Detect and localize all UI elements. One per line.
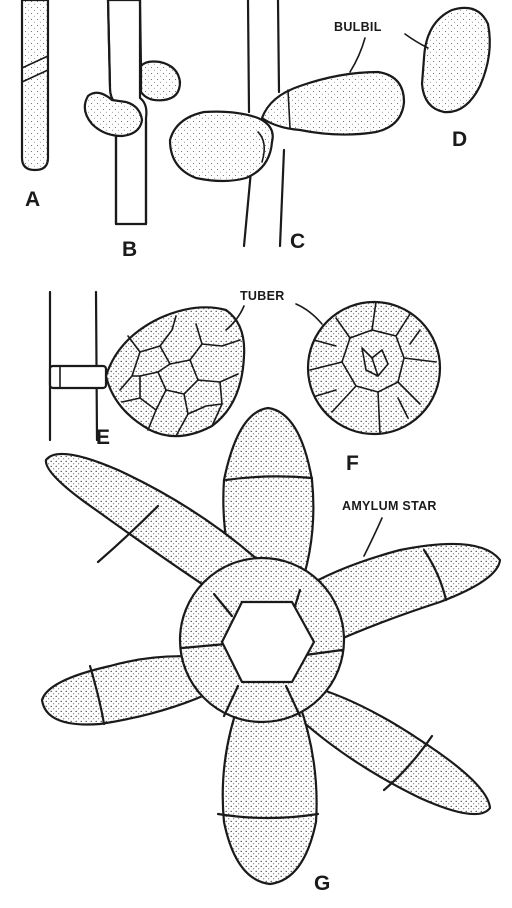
- panel-e-filament: [50, 292, 106, 440]
- amylum-ray-bottom: [218, 700, 318, 884]
- panel-b-filament: [85, 0, 180, 224]
- panel-f-letter: F: [346, 452, 359, 475]
- amylum-ray-lower-right: [292, 686, 490, 814]
- bulbil-label: BULBIL: [334, 20, 382, 34]
- tuber-label: TUBER: [240, 289, 285, 303]
- panel-g-amylum-star: [42, 408, 500, 884]
- panel-a-filament: [22, 0, 48, 170]
- panel-d-letter: D: [452, 128, 467, 151]
- panel-a-letter: A: [25, 188, 40, 211]
- tuber-callout: TUBER: [226, 289, 322, 330]
- panel-c-filament: [170, 0, 404, 246]
- panel-g-letter: G: [314, 872, 330, 895]
- panel-c-letter: C: [290, 230, 305, 253]
- bulbil-callout: BULBIL: [334, 20, 428, 72]
- panel-e-letter: E: [96, 426, 110, 449]
- panel-f-tuber: [308, 302, 440, 434]
- panel-e-tuber: [106, 307, 244, 436]
- panel-d-bulbil: [422, 8, 490, 112]
- panel-b-letter: B: [122, 238, 137, 261]
- amylum-star-label: AMYLUM STAR: [342, 499, 437, 513]
